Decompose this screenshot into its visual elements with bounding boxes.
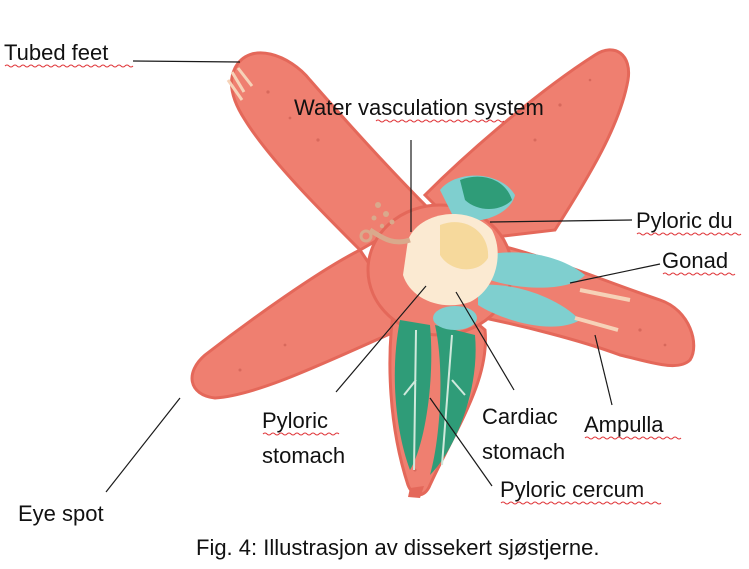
leader-cardiac-stomach: [455, 291, 515, 391]
label-pyloric-stomach-line2: stomach: [262, 443, 345, 468]
label-water-vasculation: Water vasculation system: [294, 95, 544, 120]
cecum-branches: [403, 329, 466, 471]
label-pyloric-cercum: Pyloric cercum: [500, 477, 644, 502]
squiggle-tubed-feet: [4, 64, 134, 68]
tube-feet-tip: [226, 67, 254, 101]
label-tubed-feet: Tubed feet: [4, 40, 108, 65]
squiggle-pyloric-duct: [636, 232, 742, 236]
pyloric-cecum-left: [394, 320, 432, 470]
leader-eye-spot: [105, 397, 181, 493]
label-eye-spot: Eye spot: [18, 501, 104, 526]
label-cardiac-stomach-line2: stomach: [482, 439, 565, 464]
right-ampulla-tube: [574, 288, 631, 332]
figure-caption: Fig. 4: Illustrasjon av dissekert sjøstj…: [196, 535, 599, 560]
water-vascular-ring: [368, 227, 411, 245]
starfish-body: [190, 48, 696, 497]
squiggle-cercum: [500, 501, 662, 505]
leader-tubed-feet: [132, 60, 241, 63]
labels: Tubed feet Water vasculation system Pylo…: [4, 40, 742, 560]
right-gonad-upper: [485, 252, 585, 288]
internal-organs: [359, 175, 631, 498]
squiggle-gonad: [662, 272, 736, 276]
leader-ampulla: [594, 334, 613, 406]
leader-pyloric-cercum: [429, 397, 493, 487]
bottom-teal-organ: [433, 306, 477, 330]
madreporite: [359, 229, 373, 243]
label-pyloric-duct: Pyloric du: [636, 208, 733, 233]
label-gonad: Gonad: [662, 248, 728, 273]
upper-right-green-organ: [460, 176, 512, 209]
squiggle-ampulla: [584, 436, 682, 440]
pyloric-cecum-right: [430, 325, 476, 475]
label-ampulla: Ampulla: [584, 412, 664, 437]
water-vascular-dots: [371, 202, 395, 229]
label-pyloric-stomach-line1: Pyloric: [262, 408, 328, 433]
leader-gonad: [569, 263, 661, 284]
label-cardiac-stomach-line1: Cardiac: [482, 404, 558, 429]
leader-pyloric-duct: [489, 219, 633, 223]
leader-lines: [105, 60, 661, 493]
small-red-tip: [408, 486, 424, 498]
squiggle-vasculation: [375, 119, 505, 123]
arm-left: [190, 248, 413, 400]
squiggle-pyloric-1: [262, 432, 340, 436]
stomach-yellow: [440, 222, 489, 270]
right-gonad-lower: [478, 284, 580, 327]
leader-pyloric-stomach: [335, 285, 427, 393]
